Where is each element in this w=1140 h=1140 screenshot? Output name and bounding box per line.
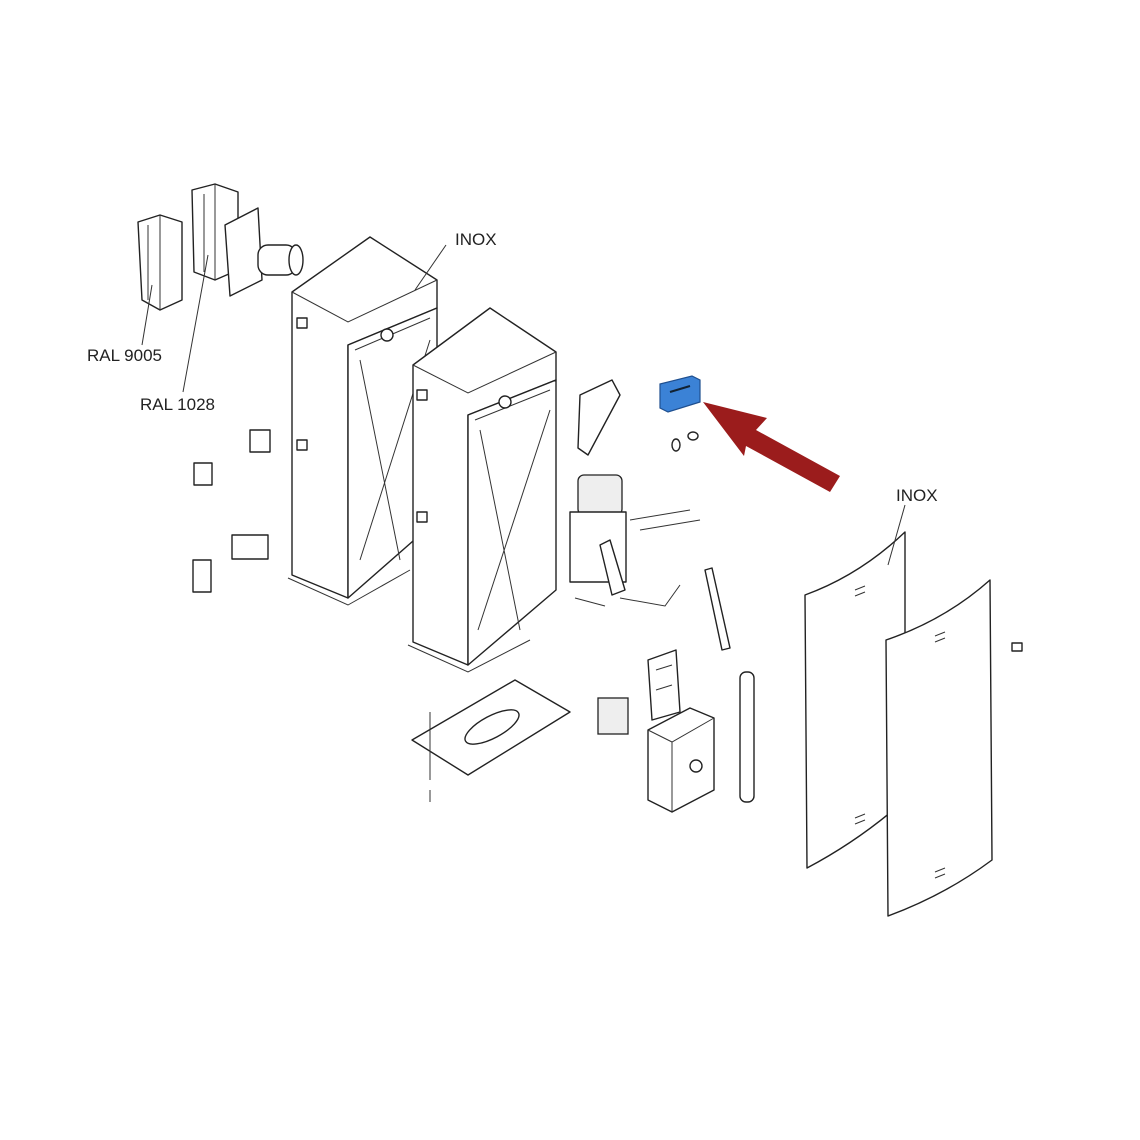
pointer-arrow xyxy=(703,402,840,492)
brackets xyxy=(192,429,271,593)
cover-ral-9005 xyxy=(137,214,183,311)
electronics xyxy=(597,649,755,813)
side-panel-inox xyxy=(804,531,906,869)
label-inox-panel: INOX xyxy=(896,486,938,505)
motor-assembly xyxy=(569,379,731,651)
label-ral-1028: RAL 1028 xyxy=(140,395,215,414)
pillar-cabinet xyxy=(407,307,557,673)
small-fastener xyxy=(1011,642,1023,652)
label-inox-pillar: INOX xyxy=(455,230,497,249)
side-panel xyxy=(885,579,993,917)
base-plate xyxy=(411,679,571,802)
flange-shaft xyxy=(224,207,304,297)
nuts xyxy=(671,431,699,452)
label-ral-9005: RAL 9005 xyxy=(87,346,162,365)
highlighted-bracket-part xyxy=(659,375,701,413)
